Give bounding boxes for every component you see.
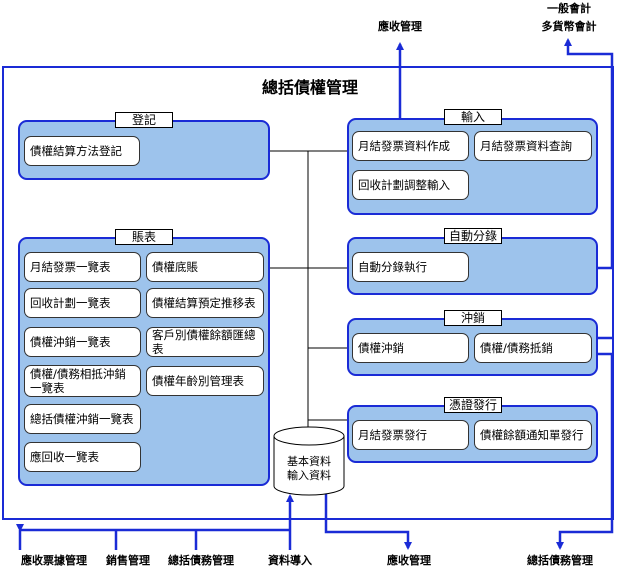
item-customer-balance-summary[interactable]: 客戶別債權餘額匯總表 [146, 327, 264, 357]
item-monthly-invoice-query[interactable]: 月結發票資料查詢 [474, 131, 592, 161]
system-border [2, 66, 614, 520]
item-credit-debt-offset-list[interactable]: 債權/債務相抵沖銷一覽表 [24, 365, 141, 397]
ext-general-ledger: 一般會計 [547, 2, 591, 15]
item-total-credit-offset-list[interactable]: 總括債權沖銷一覽表 [24, 404, 141, 434]
item-settlement-forecast[interactable]: 債權結算預定推移表 [146, 288, 264, 318]
internal-connectors [268, 150, 348, 428]
ext-debt-management: 總括債務管理 [168, 554, 234, 567]
ext-sales-management: 銷售管理 [106, 554, 150, 567]
item-monthly-invoice-create[interactable]: 月結發票資料作成 [352, 131, 469, 161]
ext-data-import: 資料導入 [268, 554, 312, 567]
item-collection-plan-adjust[interactable]: 回收計劃調整輸入 [352, 170, 469, 200]
item-monthly-invoice-issue[interactable]: 月結發票發行 [352, 420, 469, 450]
item-collection-plan-list[interactable]: 回收計劃一覽表 [24, 288, 141, 318]
item-settlement-method-register[interactable]: 債權結算方法登記 [24, 136, 140, 166]
panel-auto-journal-title: 自動分錄 [444, 228, 502, 244]
panel-offset-title: 沖銷 [444, 310, 502, 326]
panel-input-title: 輸入 [444, 109, 502, 125]
database-cylinder [273, 426, 345, 496]
item-monthly-invoice-list[interactable]: 月結發票一覽表 [24, 252, 141, 282]
item-credit-ledger[interactable]: 債權底賬 [146, 252, 264, 282]
item-credit-offset[interactable]: 債權沖銷 [352, 333, 469, 363]
item-balance-notice-issue[interactable]: 債權餘額通知單發行 [474, 420, 592, 450]
panel-reports-title: 賬表 [115, 229, 173, 245]
panel-voucher-issue-title: 憑證發行 [444, 397, 502, 413]
database-label: 基本資料 輸入資料 [274, 455, 344, 483]
item-receivables-list[interactable]: 應回收一覽表 [24, 442, 141, 472]
data-flow-arrows [16, 38, 614, 550]
item-credit-debt-offset[interactable]: 債權/債務抵銷 [474, 333, 592, 363]
panel-register-title: 登記 [115, 112, 173, 128]
database-label-line1: 基本資料 [287, 455, 331, 468]
item-auto-journal-execute[interactable]: 自動分錄執行 [352, 252, 469, 282]
item-credit-aging-table[interactable]: 債權年齡別管理表 [146, 366, 264, 396]
ext-multi-currency-ledger: 多貨幣會計 [541, 20, 597, 33]
main-title: 總括債權管理 [261, 78, 358, 97]
ext-ar-bill-management: 應收票據管理 [21, 554, 87, 567]
ext-bottom-debt-management: 總括債務管理 [527, 554, 593, 567]
item-credit-offset-list[interactable]: 債權沖銷一覽表 [24, 327, 141, 357]
database-label-line2: 輸入資料 [287, 469, 331, 482]
ext-bottom-sales-management: 應收管理 [387, 554, 431, 567]
ext-top-sales-management: 應收管理 [378, 20, 422, 33]
